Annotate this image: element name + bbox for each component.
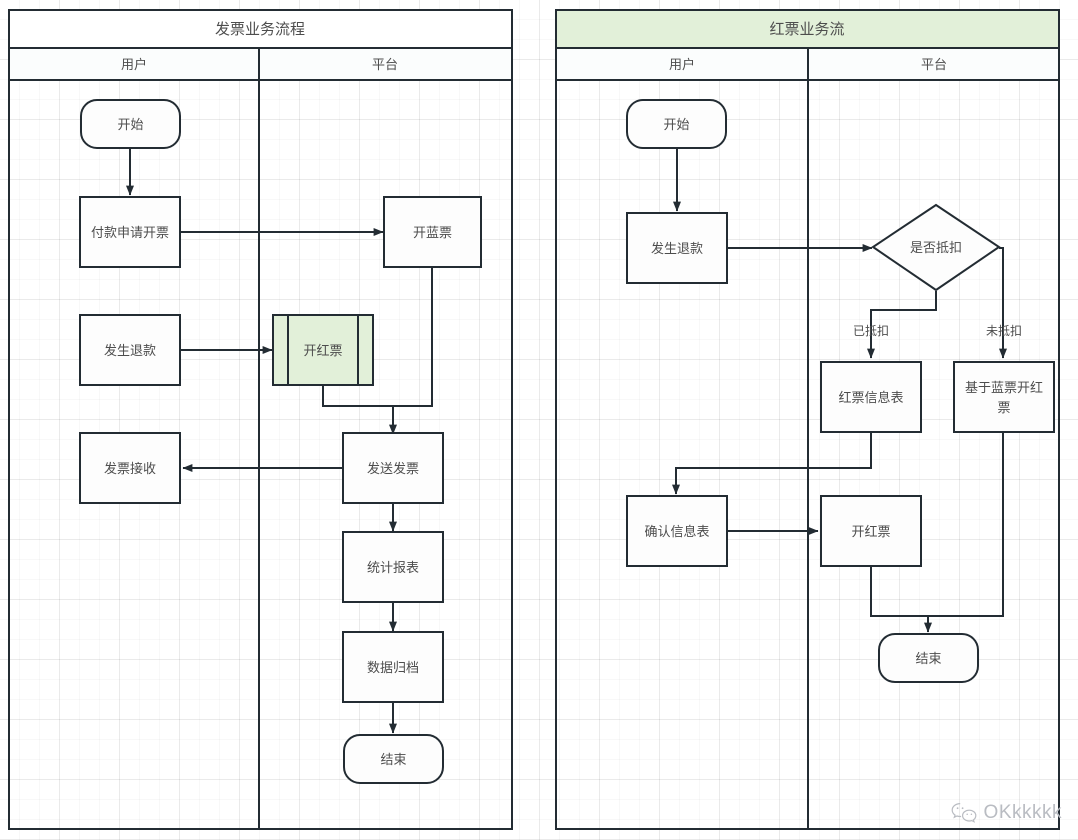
node-r-info[interactable]: 红票信息表 (820, 361, 922, 433)
node-r-confirm-label: 确认信息表 (644, 524, 709, 539)
right-pool-title-band (555, 9, 1060, 49)
edge-red-to-send (322, 385, 393, 407)
node-l-send-label: 发送发票 (367, 461, 419, 476)
node-l-end-label: 结束 (380, 752, 406, 767)
right-lane-label-platform: 平台 (921, 57, 947, 72)
node-r-fromblue-label-line1: 基于蓝票开红 (965, 380, 1043, 395)
wechat-icon (951, 802, 977, 824)
node-l-apply-label: 付款申请开票 (91, 225, 169, 240)
node-l-send[interactable]: 发送发票 (342, 432, 444, 504)
left-lane-label-user: 用户 (121, 57, 147, 72)
node-l-receive[interactable]: 发票接收 (79, 432, 181, 504)
edge-label-not-deducted: 未抵扣 (986, 324, 1022, 338)
left-lane-header-band (8, 47, 513, 81)
node-r-info-label: 红票信息表 (838, 390, 903, 405)
node-l-blue-label: 开蓝票 (413, 225, 452, 240)
node-l-refund[interactable]: 发生退款 (79, 314, 181, 386)
watermark: OKkkkkk (951, 802, 1062, 824)
node-l-start[interactable]: 开始 (80, 99, 181, 149)
edge-r-red-to-end (870, 567, 932, 633)
node-l-receive-label: 发票接收 (104, 461, 156, 476)
node-l-apply[interactable]: 付款申请开票 (79, 196, 181, 268)
node-r-refund[interactable]: 发生退款 (626, 212, 728, 284)
left-pool: 发票业务流程 用户 平台 开始 付款申请开票 (8, 9, 513, 830)
node-l-refund-label: 发生退款 (104, 343, 156, 358)
left-pool-title-band (8, 9, 513, 49)
node-r-red[interactable]: 开红票 (820, 495, 922, 567)
node-l-blue[interactable]: 开蓝票 (383, 196, 482, 268)
node-r-refund-label: 发生退款 (651, 241, 703, 256)
left-lane-label-platform: 平台 (372, 57, 398, 72)
right-pool-title: 红票业务流 (769, 21, 844, 38)
edge-label-deducted: 已抵扣 (853, 324, 889, 338)
node-r-confirm[interactable]: 确认信息表 (626, 495, 728, 567)
edge-r-decide-to-fromblue (999, 247, 1007, 359)
node-r-fromblue-label-line2: 票 (997, 400, 1010, 415)
node-r-end-label: 结束 (915, 651, 941, 666)
edge-blue-to-send (389, 267, 433, 435)
node-r-decide-label: 是否抵扣 (910, 240, 962, 255)
watermark-text: OKkkkkk (983, 802, 1062, 823)
node-l-archive[interactable]: 数据归档 (342, 631, 444, 703)
node-l-report[interactable]: 统计报表 (342, 531, 444, 603)
node-l-archive-label: 数据归档 (367, 660, 419, 675)
node-r-decide[interactable]: 是否抵扣 (871, 203, 1001, 292)
edge-r-fromblue-to-end (928, 432, 1004, 617)
node-l-end[interactable]: 结束 (343, 734, 444, 784)
node-l-start-label: 开始 (117, 117, 143, 132)
node-r-red-label: 开红票 (851, 524, 890, 539)
left-pool-title: 发票业务流程 (215, 21, 305, 38)
node-l-report-label: 统计报表 (367, 560, 419, 575)
node-l-red[interactable]: 开红票 (272, 314, 374, 386)
node-l-red-label: 开红票 (303, 343, 342, 358)
node-r-start[interactable]: 开始 (626, 99, 727, 149)
edge-r-info-to-confirm (672, 432, 872, 495)
node-r-start-label: 开始 (663, 117, 689, 132)
node-r-end[interactable]: 结束 (878, 633, 979, 683)
edge-r-decide-to-info (867, 291, 937, 359)
right-lane-label-user: 用户 (669, 57, 695, 72)
node-r-fromblue[interactable]: 基于蓝票开红 票 (953, 361, 1055, 433)
right-pool: 红票业务流 用户 平台 已抵扣 未抵扣 开始 发生退款 (555, 9, 1060, 830)
